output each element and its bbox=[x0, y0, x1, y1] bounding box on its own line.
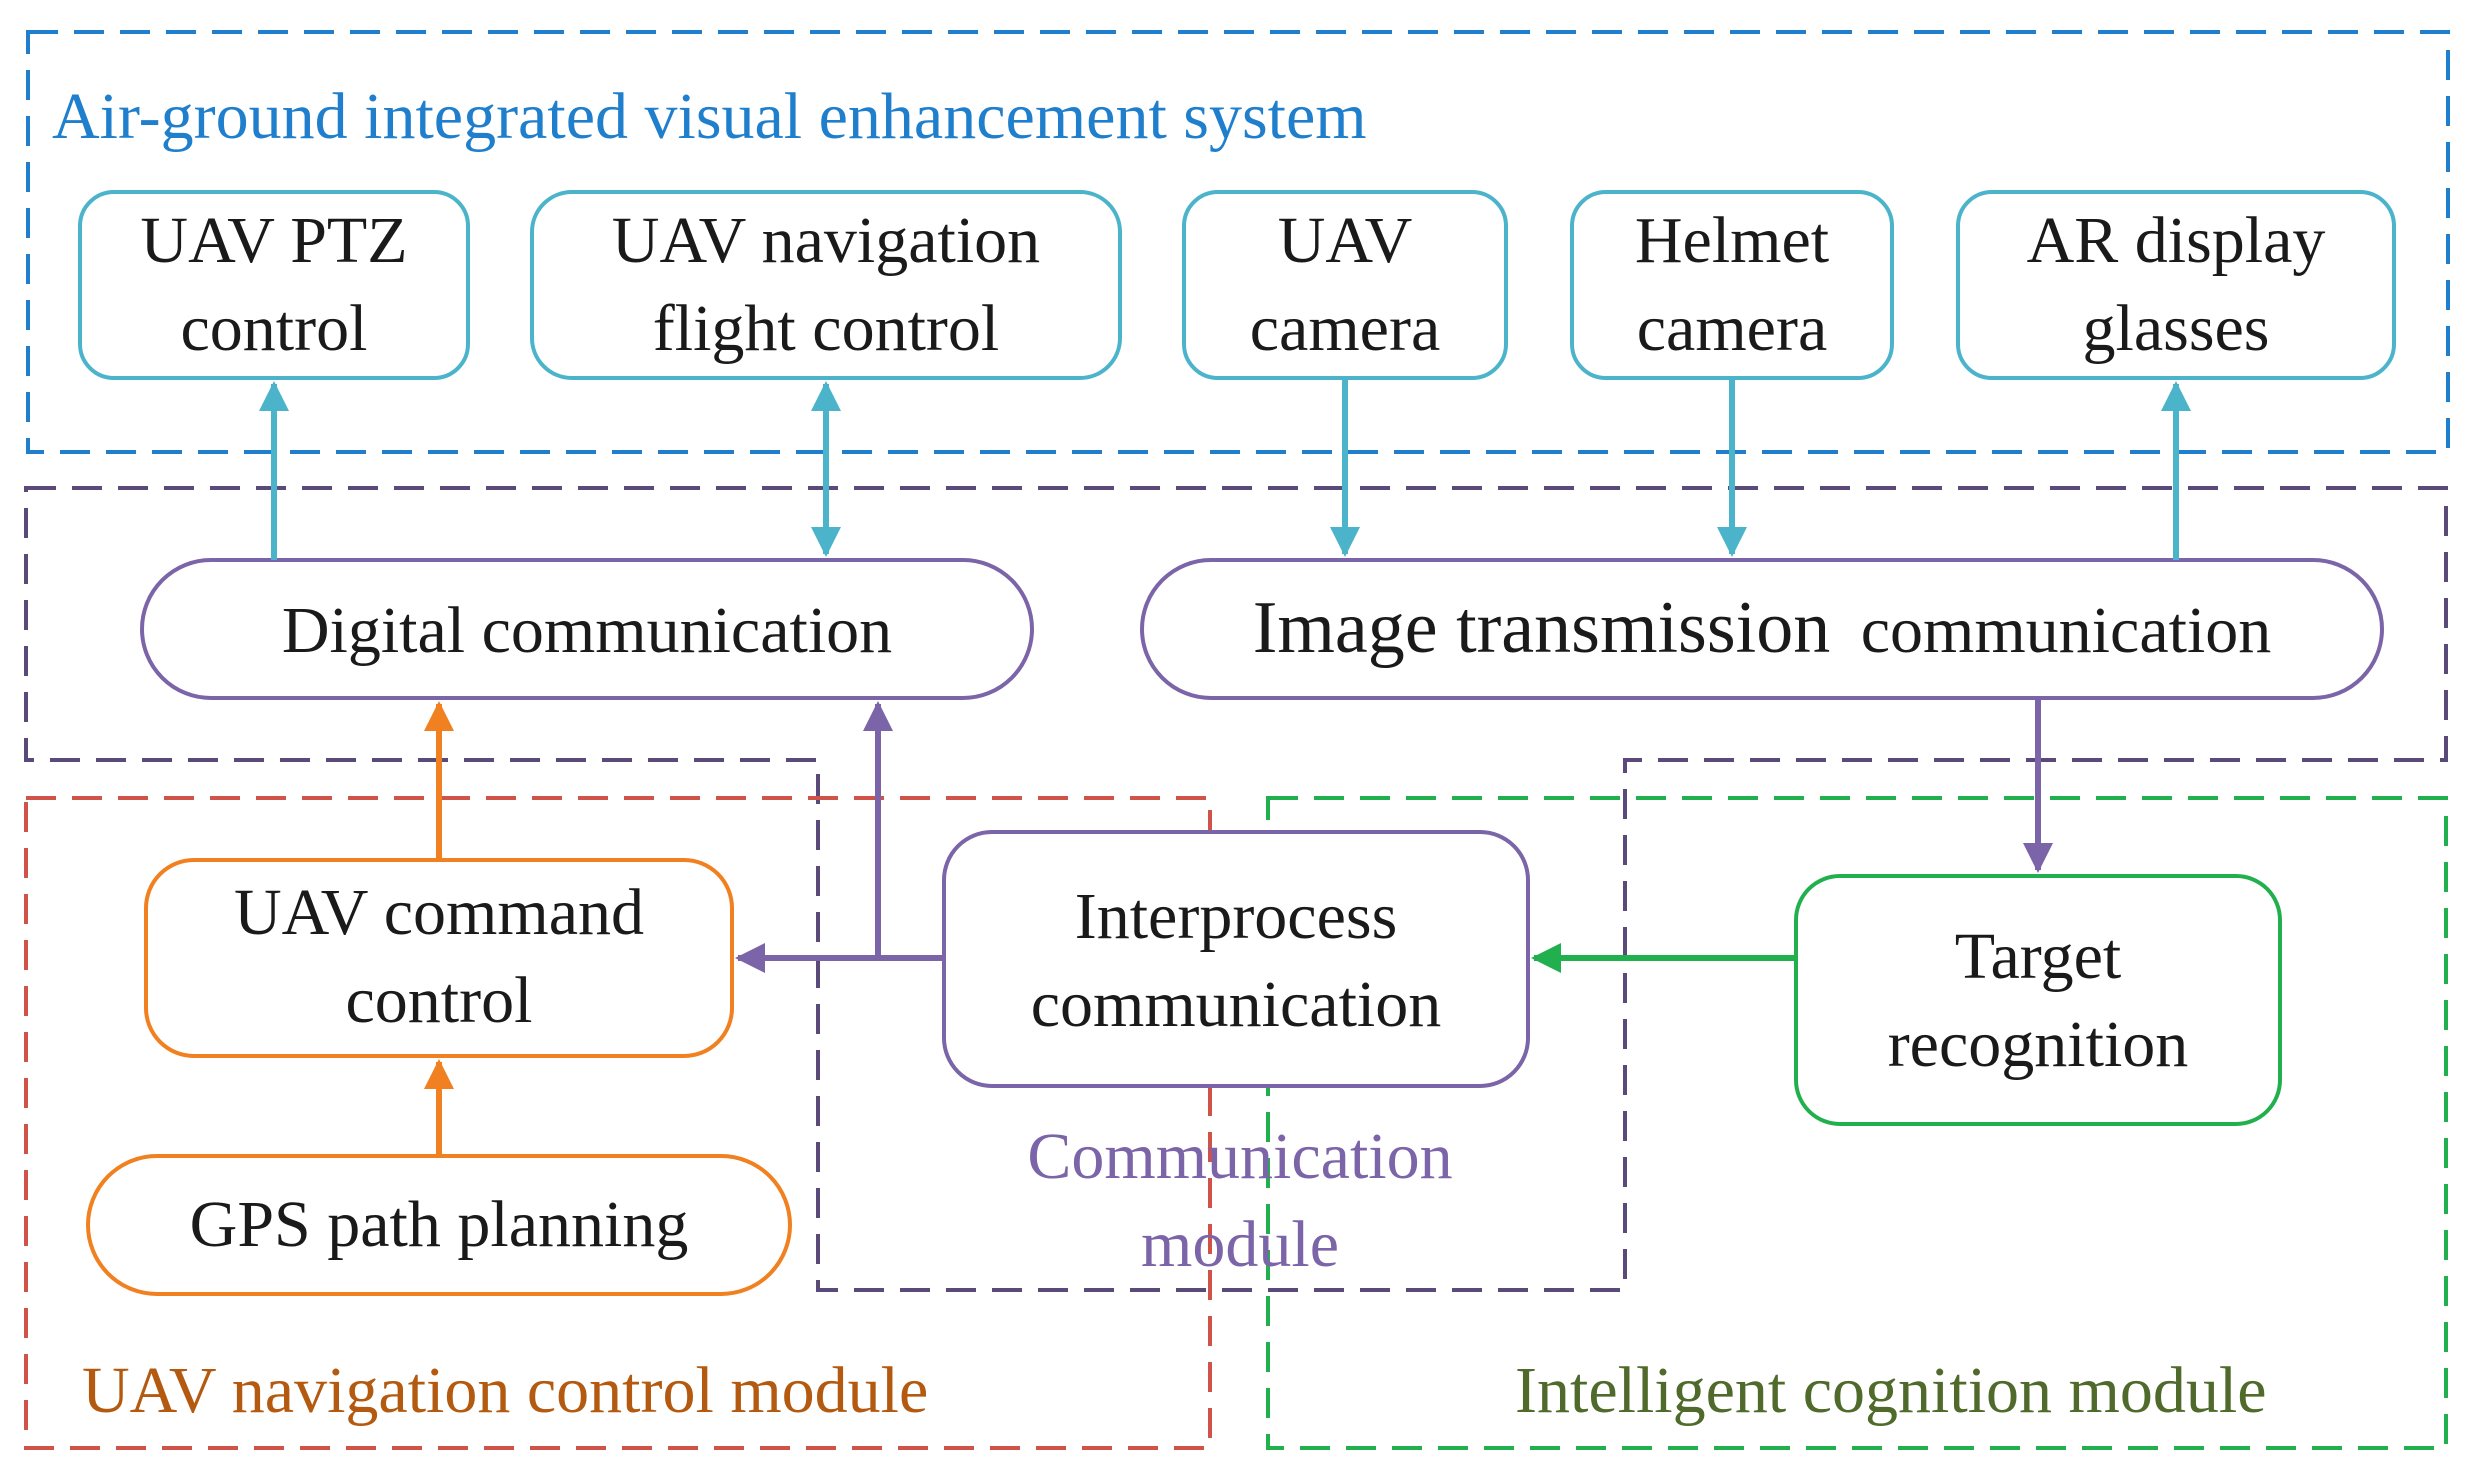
uav-ptz-control-node: UAV PTZ control bbox=[78, 190, 470, 380]
digital-communication-node: Digital communication bbox=[140, 558, 1034, 700]
image-transmission-text: Image transmission bbox=[1253, 587, 1831, 669]
helmet-camera-node: Helmet camera bbox=[1570, 190, 1894, 380]
communication-label-line1: Communication bbox=[1027, 1120, 1452, 1193]
communication-label-line2: module bbox=[1141, 1208, 1339, 1281]
air-ground-region bbox=[26, 30, 2450, 454]
interprocess-line2: communication bbox=[1031, 968, 1442, 1041]
intelligent-region bbox=[1266, 796, 2448, 1450]
uav-command-line2: control bbox=[346, 964, 533, 1037]
target-recognition-node: Target recognition bbox=[1794, 874, 2282, 1126]
uav-command-control-node: UAV command control bbox=[144, 858, 734, 1058]
ar-display-glasses-node: AR display glasses bbox=[1956, 190, 2396, 380]
target-recognition-line1: Target bbox=[1955, 920, 2121, 993]
uav-nav-line2: flight control bbox=[653, 292, 999, 365]
helmet-camera-line2: camera bbox=[1637, 292, 1828, 365]
ar-glasses-line2: glasses bbox=[2083, 292, 2270, 365]
uav-ptz-line2: control bbox=[181, 292, 368, 365]
digital-communication-text: Digital communication bbox=[282, 594, 892, 667]
communication-region bbox=[24, 486, 2448, 1292]
target-recognition-line2: recognition bbox=[1888, 1008, 2189, 1081]
intelligent-label: Intelligent cognition module bbox=[1515, 1354, 2267, 1427]
uav-camera-line2: camera bbox=[1250, 292, 1441, 365]
navigation-region bbox=[24, 796, 1212, 1450]
air-ground-label: Air-ground integrated visual enhancement… bbox=[52, 80, 1367, 153]
image-transmission-suffix-text: communication bbox=[1861, 594, 2272, 667]
uav-navigation-flight-control-node: UAV navigation flight control bbox=[530, 190, 1122, 380]
uav-camera-line1: UAV bbox=[1278, 204, 1412, 277]
svg-text:Image transmission commu: Image transmission communication bbox=[1253, 587, 2272, 669]
interprocess-communication-node: Interprocess communication bbox=[942, 830, 1530, 1088]
gps-path-planning-text: GPS path planning bbox=[190, 1188, 689, 1261]
uav-nav-line1: UAV navigation bbox=[612, 204, 1040, 277]
gps-path-planning-node: GPS path planning bbox=[86, 1154, 792, 1296]
uav-ptz-line1: UAV PTZ bbox=[140, 204, 407, 277]
helmet-camera-line1: Helmet bbox=[1635, 204, 1829, 277]
ar-glasses-line1: AR display bbox=[2027, 204, 2326, 277]
image-transmission-communication-node: Image transmission communication bbox=[1140, 558, 2384, 700]
interprocess-line1: Interprocess bbox=[1075, 880, 1398, 953]
uav-command-line1: UAV command bbox=[234, 876, 644, 949]
navigation-label: UAV navigation control module bbox=[82, 1354, 928, 1427]
arrow-interprocess-to-digital bbox=[863, 701, 944, 961]
uav-camera-node: UAV camera bbox=[1182, 190, 1508, 380]
